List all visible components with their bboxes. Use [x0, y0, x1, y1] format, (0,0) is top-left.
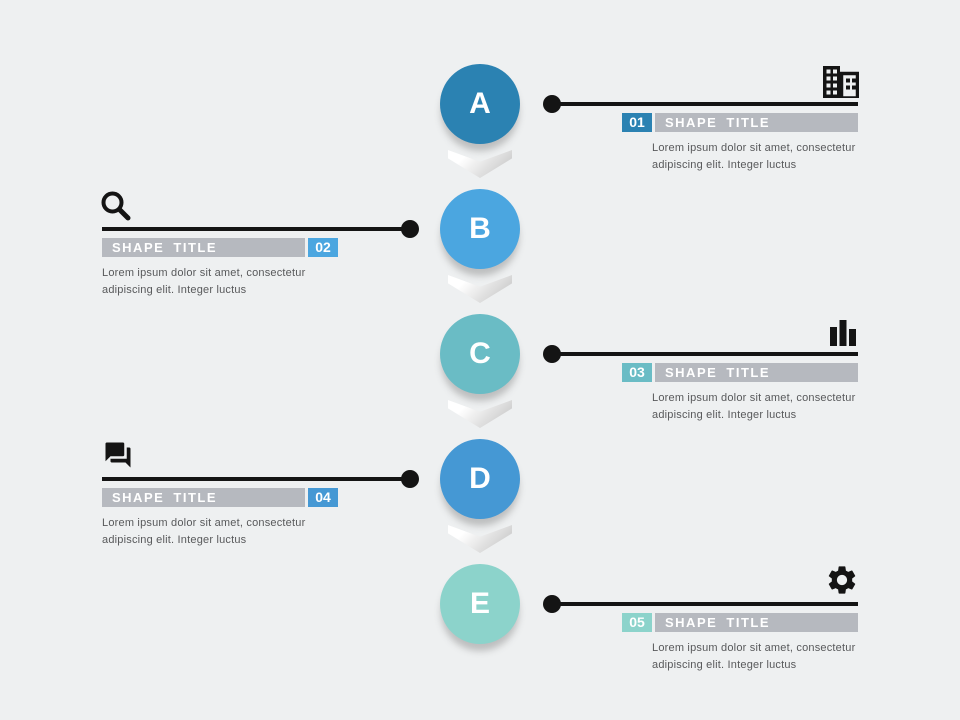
step-circle-b: B	[440, 189, 520, 269]
chat-icon	[105, 442, 131, 468]
gear-icon	[828, 566, 856, 594]
shape-title-bar-03: 03 SHAPE TITLE	[622, 363, 858, 382]
connector-dot	[401, 470, 419, 488]
connector-line	[102, 227, 410, 231]
description-line: adipiscing elit. Integer luctus	[102, 283, 247, 296]
chevron-down-icon	[448, 525, 512, 553]
shape-title-bar-01: 01 SHAPE TITLE	[622, 113, 858, 132]
description-line: Lorem ipsum dolor sit amet, consectetur	[652, 642, 856, 654]
shape-title-bar-04: SHAPE TITLE 04	[102, 488, 338, 507]
chevron-down-icon	[448, 275, 512, 303]
step-description: Lorem ipsum dolor sit amet, consectetur …	[652, 140, 877, 173]
description-line: adipiscing elit. Integer luctus	[652, 158, 797, 171]
step-description: Lorem ipsum dolor sit amet, consectetur …	[102, 265, 327, 298]
step-description: Lorem ipsum dolor sit amet, consectetur …	[652, 640, 877, 673]
search-icon	[101, 191, 131, 221]
description-line: Lorem ipsum dolor sit amet, consectetur	[652, 392, 856, 404]
step-circle-d: D	[440, 439, 520, 519]
step-circle-a: A	[440, 64, 520, 144]
step-letter: B	[469, 212, 491, 245]
step-letter: E	[469, 587, 490, 620]
connector-line	[552, 602, 858, 606]
description-line: adipiscing elit. Integer luctus	[102, 533, 247, 546]
connector-line	[552, 352, 858, 356]
step-letter: C	[469, 337, 491, 370]
step-number-badge: 05	[622, 613, 652, 632]
shape-title-label: SHAPE TITLE	[655, 363, 858, 382]
chevron-down-icon	[448, 400, 512, 428]
connector-dot	[401, 220, 419, 238]
step-letter: D	[469, 462, 491, 495]
step-number-badge: 04	[308, 488, 338, 507]
description-line: adipiscing elit. Integer luctus	[652, 658, 797, 671]
shape-title-label: SHAPE TITLE	[655, 613, 858, 632]
step-letter: A	[469, 87, 491, 120]
step-circle-c: C	[440, 314, 520, 394]
description-line: adipiscing elit. Integer luctus	[652, 408, 797, 421]
step-number-badge: 01	[622, 113, 652, 132]
step-description: Lorem ipsum dolor sit amet, consectetur …	[652, 390, 877, 423]
shape-title-label: SHAPE TITLE	[655, 113, 858, 132]
connector-line	[552, 102, 858, 106]
chevron-down-icon	[448, 150, 512, 178]
step-number-badge: 03	[622, 363, 652, 382]
step-circle-e: E	[440, 564, 520, 644]
description-line: Lorem ipsum dolor sit amet, consectetur	[102, 517, 306, 529]
step-number-badge: 02	[308, 238, 338, 257]
connector-line	[102, 477, 410, 481]
shape-title-label: SHAPE TITLE	[102, 238, 305, 257]
shape-title-bar-05: 05 SHAPE TITLE	[622, 613, 858, 632]
building-icon	[823, 66, 859, 98]
shape-title-label: SHAPE TITLE	[102, 488, 305, 507]
description-line: Lorem ipsum dolor sit amet, consectetur	[652, 142, 856, 154]
step-description: Lorem ipsum dolor sit amet, consectetur …	[102, 515, 327, 548]
description-line: Lorem ipsum dolor sit amet, consectetur	[102, 267, 306, 279]
bar-chart-icon	[830, 320, 856, 346]
shape-title-bar-02: SHAPE TITLE 02	[102, 238, 338, 257]
